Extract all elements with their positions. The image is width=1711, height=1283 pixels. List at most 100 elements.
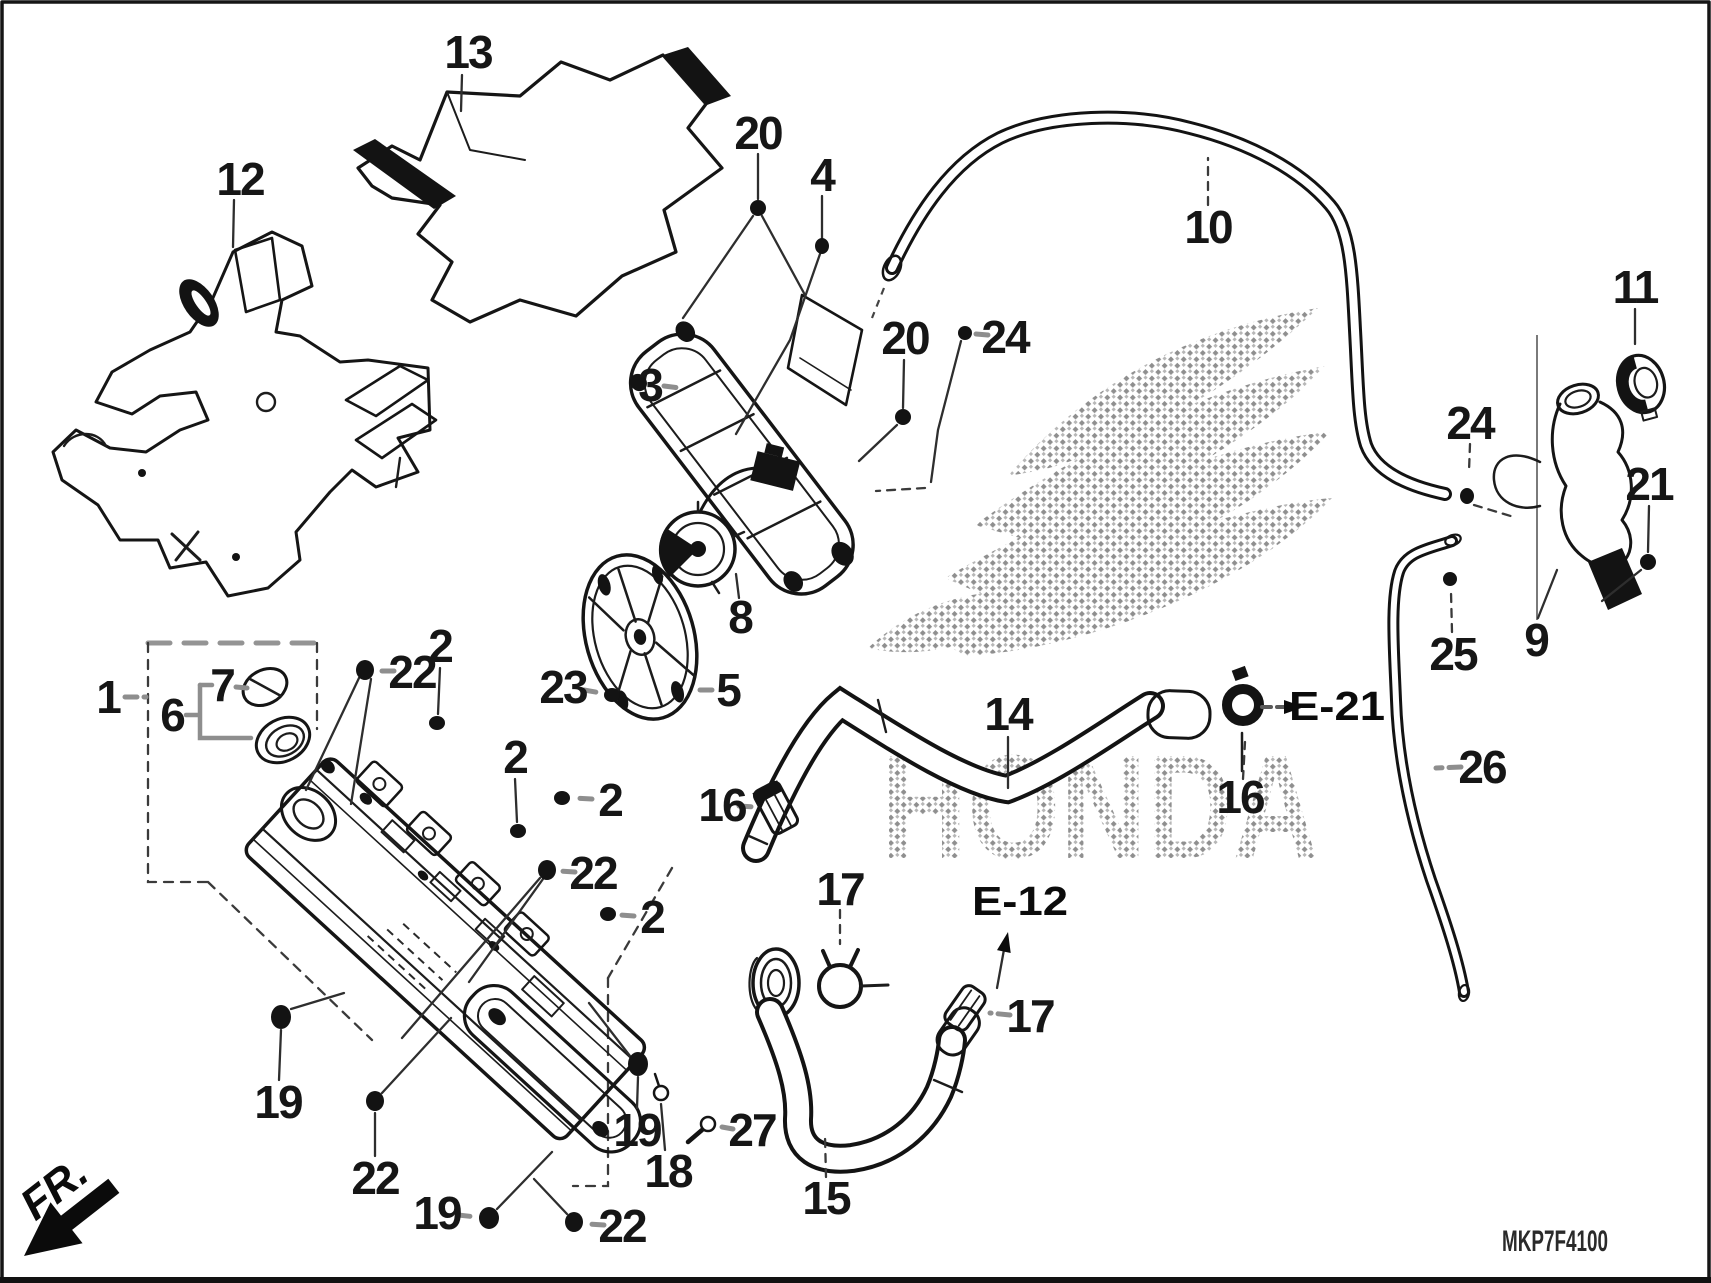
callout-number-23[interactable]: 23 <box>539 661 589 713</box>
callout-number-22[interactable]: 22 <box>598 1200 648 1252</box>
callout-number-7[interactable]: 7 <box>210 659 236 711</box>
arrowhead-icon <box>1284 700 1304 714</box>
fastener-dot <box>429 716 445 730</box>
callout-27: 27 <box>719 1104 778 1156</box>
callout-21: 21 <box>1600 458 1676 603</box>
callout-number-26[interactable]: 26 <box>1458 741 1508 793</box>
callout-17: 17 <box>816 863 866 946</box>
fan-motor-8 <box>658 443 801 595</box>
callout-number-1[interactable]: 1 <box>96 671 123 723</box>
callout-2: 2 <box>428 620 454 730</box>
ref-label-E-21[interactable]: E-21 <box>1289 683 1385 729</box>
stay-bracket-12 <box>51 230 438 598</box>
hose-clamp-17-right <box>943 984 987 1032</box>
callout-number-4[interactable]: 4 <box>810 149 838 201</box>
callout-19: 19 <box>587 1001 663 1156</box>
callout-number-9[interactable]: 9 <box>1524 614 1550 666</box>
lower-hose-15 <box>755 997 981 1174</box>
fastener-dot <box>479 1207 499 1229</box>
callout-17: 17 <box>987 990 1056 1042</box>
callout-26: 26 <box>1433 741 1508 793</box>
filler-ring-6 <box>254 715 312 765</box>
callout-number-24[interactable]: 24 <box>1446 397 1498 449</box>
callout-number-21[interactable]: 21 <box>1625 458 1676 510</box>
callout-number-13[interactable]: 13 <box>444 26 494 78</box>
fan-motor-connector <box>750 443 801 491</box>
fr-direction-arrow: FR. <box>11 1147 120 1256</box>
callout-number-17[interactable]: 17 <box>1006 990 1056 1042</box>
callout-number-16[interactable]: 16 <box>698 779 748 831</box>
fastener-dot <box>958 326 972 340</box>
callout-12: 12 <box>216 153 266 249</box>
callout-number-12[interactable]: 12 <box>216 153 266 205</box>
cooling-fan-5 <box>581 553 699 721</box>
fastener-dot <box>1460 488 1474 504</box>
callout-number-15[interactable]: 15 <box>802 1172 853 1224</box>
callout-2: 2 <box>503 731 529 838</box>
callout-11: 11 <box>1613 261 1661 346</box>
callout-23: 23 <box>539 661 620 713</box>
callout-number-16[interactable]: 16 <box>1216 771 1266 823</box>
callout-10: 10 <box>1184 156 1234 253</box>
callout-number-6[interactable]: 6 <box>160 689 186 741</box>
callout-number-11[interactable]: 11 <box>1613 261 1661 313</box>
callout-number-20[interactable]: 20 <box>734 107 784 159</box>
fan-shroud-3 <box>628 321 855 596</box>
callout-number-5[interactable]: 5 <box>716 664 743 716</box>
callout-18: 18 <box>644 1102 695 1197</box>
callout-9: 9 <box>1524 568 1559 666</box>
radiator-mount-tabs <box>355 760 550 957</box>
radiator-side-bracket <box>462 983 643 1154</box>
callout-3: 3 <box>638 359 683 411</box>
callout-number-2[interactable]: 2 <box>428 620 454 672</box>
callout-22: 22 <box>532 1177 648 1252</box>
arrowhead-icon <box>996 932 1011 954</box>
fastener-dot <box>271 1005 291 1029</box>
callout-number-22[interactable]: 22 <box>569 847 619 899</box>
callout-number-10[interactable]: 10 <box>1184 201 1234 253</box>
callout-number-19[interactable]: 19 <box>254 1076 304 1128</box>
callout-number-25[interactable]: 25 <box>1429 628 1480 680</box>
callout-4: 4 <box>734 149 838 436</box>
callout-number-22[interactable]: 22 <box>388 646 438 698</box>
callout-number-22[interactable]: 22 <box>351 1152 401 1204</box>
callout-5: 5 <box>695 664 743 716</box>
callout-number-2[interactable]: 2 <box>640 891 666 943</box>
fastener-dot <box>628 1052 648 1076</box>
callout-20: 20 <box>681 107 807 320</box>
callout-number-27[interactable]: 27 <box>728 1104 778 1156</box>
callout-22: 22 <box>400 847 619 1040</box>
diagram-code: MKP7F4100 <box>1502 1225 1608 1258</box>
fastener-dot <box>366 1091 384 1111</box>
screw-18 <box>652 1072 670 1102</box>
overflow-hose-26 <box>1387 533 1471 1003</box>
fastener-dot <box>815 238 829 254</box>
callout-16: 16 <box>1216 740 1266 823</box>
callout-2: 2 <box>554 774 624 826</box>
callout-24: 24 <box>1446 397 1516 519</box>
callout-number-19[interactable]: 19 <box>613 1104 663 1156</box>
ref-label-E-12[interactable]: E-12 <box>972 878 1068 924</box>
callout-8: 8 <box>728 572 755 643</box>
hose-clamp-16-left <box>752 780 800 836</box>
callout-number-19[interactable]: 19 <box>413 1187 463 1239</box>
callout-number-8[interactable]: 8 <box>728 591 755 643</box>
callout-number-3[interactable]: 3 <box>638 359 664 411</box>
hose-clamp-16-right <box>1222 665 1264 773</box>
callout-number-2[interactable]: 2 <box>598 774 624 826</box>
grille-cover-13 <box>353 47 731 324</box>
callout-number-24[interactable]: 24 <box>981 311 1033 363</box>
callout-number-18[interactable]: 18 <box>644 1145 695 1197</box>
ref-E-21: E-21 <box>1260 683 1385 729</box>
filler-neck-9 <box>1492 335 1642 620</box>
callout-number-14[interactable]: 14 <box>984 688 1036 740</box>
callout-22: 22 <box>304 646 438 806</box>
callout-number-20[interactable]: 20 <box>881 312 931 364</box>
callout-number-2[interactable]: 2 <box>503 731 529 783</box>
callout-number-17[interactable]: 17 <box>816 863 866 915</box>
fastener-dot <box>554 791 570 805</box>
callout-1: 1 <box>96 671 149 723</box>
